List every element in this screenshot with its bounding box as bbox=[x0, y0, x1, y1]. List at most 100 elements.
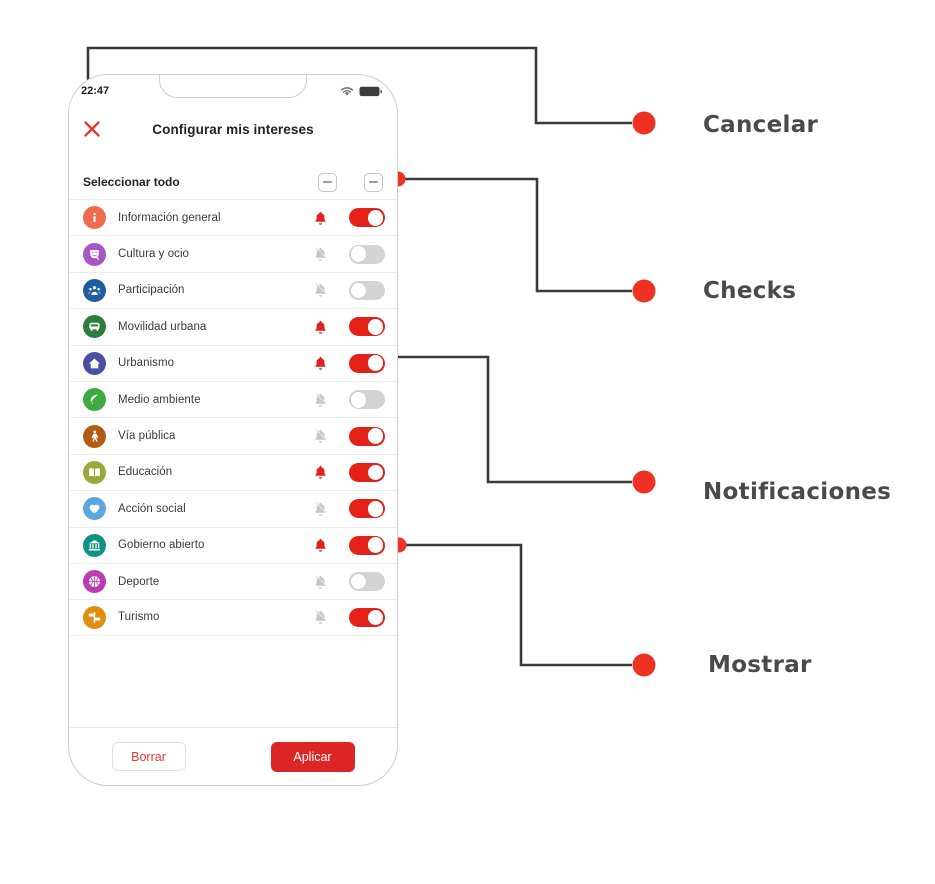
bell-on-icon bbox=[315, 320, 325, 334]
annotation-label-notificaciones: Notificaciones bbox=[703, 479, 892, 505]
bell-off-icon bbox=[315, 283, 326, 298]
show-toggle-switch[interactable] bbox=[349, 390, 385, 410]
list-item[interactable]: Deporte bbox=[69, 562, 397, 599]
bell-off-icon bbox=[315, 393, 326, 407]
clear-button[interactable]: Borrar bbox=[111, 742, 186, 771]
house-icon bbox=[83, 351, 106, 375]
list-item-label: Deporte bbox=[118, 575, 160, 588]
select-all-row: Seleccionar todo bbox=[69, 165, 397, 199]
list-item[interactable]: Participación bbox=[69, 271, 397, 308]
list-item[interactable]: Educación bbox=[69, 453, 397, 490]
bell-off-icon bbox=[315, 429, 326, 443]
toggle-knob bbox=[367, 209, 384, 226]
list-item[interactable]: Movilidad urbana bbox=[69, 308, 397, 344]
toggle-knob bbox=[350, 391, 367, 408]
show-toggle-switch[interactable] bbox=[349, 317, 385, 337]
close-x-icon[interactable] bbox=[79, 116, 105, 142]
list-item-label: Acción social bbox=[118, 502, 186, 515]
notification-bell-toggle[interactable] bbox=[305, 537, 335, 553]
indeterminate-dash-icon bbox=[323, 181, 332, 183]
toggle-knob bbox=[367, 609, 384, 626]
toggle-knob bbox=[350, 246, 367, 262]
marker-dot-notificaciones-label bbox=[632, 470, 656, 494]
pedestrian-icon bbox=[83, 424, 106, 448]
marker-dot-mostrar-label bbox=[632, 653, 656, 677]
show-toggle-switch[interactable] bbox=[349, 535, 385, 555]
notification-bell-toggle[interactable] bbox=[305, 319, 335, 335]
select-all-notifications-checkbox[interactable] bbox=[318, 172, 337, 192]
list-item[interactable]: Vía pública bbox=[69, 417, 397, 453]
notification-bell-toggle[interactable] bbox=[305, 574, 335, 590]
show-toggle-switch[interactable] bbox=[349, 244, 385, 264]
screen-header: Configurar mis intereses bbox=[69, 105, 397, 153]
list-item[interactable]: Turismo bbox=[69, 599, 397, 636]
toggle-knob bbox=[367, 355, 384, 372]
toggle-knob bbox=[367, 428, 384, 444]
list-item-label: Urbanismo bbox=[118, 357, 175, 370]
toggle-knob bbox=[367, 318, 384, 335]
list-item-label: Cultura y ocio bbox=[118, 248, 190, 261]
connector-checks bbox=[398, 177, 632, 293]
notification-bell-toggle[interactable] bbox=[305, 210, 335, 226]
list-item[interactable]: Acción social bbox=[69, 490, 397, 526]
show-toggle-switch[interactable] bbox=[349, 572, 385, 592]
show-toggle-switch[interactable] bbox=[349, 607, 385, 627]
notification-bell-toggle[interactable] bbox=[305, 501, 335, 517]
annotation-label-cancelar: Cancelar bbox=[703, 112, 819, 138]
list-item-label: Participación bbox=[118, 284, 185, 297]
notification-bell-toggle[interactable] bbox=[305, 282, 335, 298]
show-toggle-switch[interactable] bbox=[349, 353, 385, 373]
status-bar-time: 22:47 bbox=[81, 85, 110, 97]
notification-bell-toggle[interactable] bbox=[305, 464, 335, 480]
annotation-label-checks: Checks bbox=[703, 278, 797, 304]
battery-full-icon bbox=[359, 86, 383, 96]
show-toggle-switch[interactable] bbox=[349, 499, 385, 519]
select-all-label: Seleccionar todo bbox=[83, 175, 180, 189]
show-toggle-switch[interactable] bbox=[349, 208, 385, 228]
bell-off-icon bbox=[315, 247, 326, 261]
notification-bell-toggle[interactable] bbox=[305, 355, 335, 371]
annotation-label-mostrar: Mostrar bbox=[708, 652, 812, 678]
notification-bell-toggle[interactable] bbox=[305, 392, 335, 408]
marker-dot-checks-label bbox=[632, 279, 656, 303]
show-toggle-switch[interactable] bbox=[349, 280, 385, 300]
heart-icon bbox=[83, 497, 106, 521]
bell-on-icon bbox=[315, 211, 325, 225]
list-item[interactable]: Medio ambiente bbox=[69, 380, 397, 417]
show-toggle-switch[interactable] bbox=[349, 426, 385, 446]
apply-button[interactable]: Aplicar bbox=[270, 741, 355, 772]
signpost-icon bbox=[83, 605, 106, 629]
bank-columns-icon bbox=[83, 533, 106, 557]
show-toggle-switch[interactable] bbox=[349, 462, 385, 482]
people-group-icon bbox=[83, 278, 106, 302]
list-item[interactable]: Gobierno abierto bbox=[69, 526, 397, 563]
notification-bell-toggle[interactable] bbox=[305, 609, 335, 625]
list-item-label: Medio ambiente bbox=[118, 393, 201, 406]
list-item-label: Información general bbox=[118, 211, 221, 224]
notification-bell-toggle[interactable] bbox=[305, 428, 335, 444]
indeterminate-dash-icon bbox=[369, 181, 378, 183]
list-item[interactable]: Información general bbox=[69, 199, 397, 235]
leaf-check-icon bbox=[83, 388, 106, 412]
bell-off-icon bbox=[315, 575, 326, 589]
connector-mostrar bbox=[399, 543, 632, 667]
phone-mockup: 22:47 Configurar mis intereses Seleccion… bbox=[68, 74, 398, 786]
status-bar: 22:47 bbox=[69, 75, 397, 105]
list-item[interactable]: Urbanismo bbox=[69, 344, 397, 381]
list-item-label: Turismo bbox=[118, 611, 160, 624]
footer-actions: Borrar Aplicar bbox=[69, 727, 397, 785]
page-title: Configurar mis intereses bbox=[152, 121, 314, 137]
bell-off-icon bbox=[315, 610, 326, 625]
theater-mask-icon bbox=[83, 242, 106, 266]
notification-bell-toggle[interactable] bbox=[305, 246, 335, 262]
marker-dot-cancelar-label bbox=[632, 111, 656, 135]
bell-on-icon bbox=[315, 539, 325, 552]
open-book-icon bbox=[83, 460, 106, 484]
list-item-label: Educación bbox=[118, 466, 173, 479]
wifi-icon bbox=[340, 86, 354, 96]
bell-on-icon bbox=[315, 357, 325, 370]
select-all-show-checkbox[interactable] bbox=[364, 172, 383, 192]
list-item[interactable]: Cultura y ocio bbox=[69, 235, 397, 271]
bus-icon bbox=[83, 315, 106, 339]
